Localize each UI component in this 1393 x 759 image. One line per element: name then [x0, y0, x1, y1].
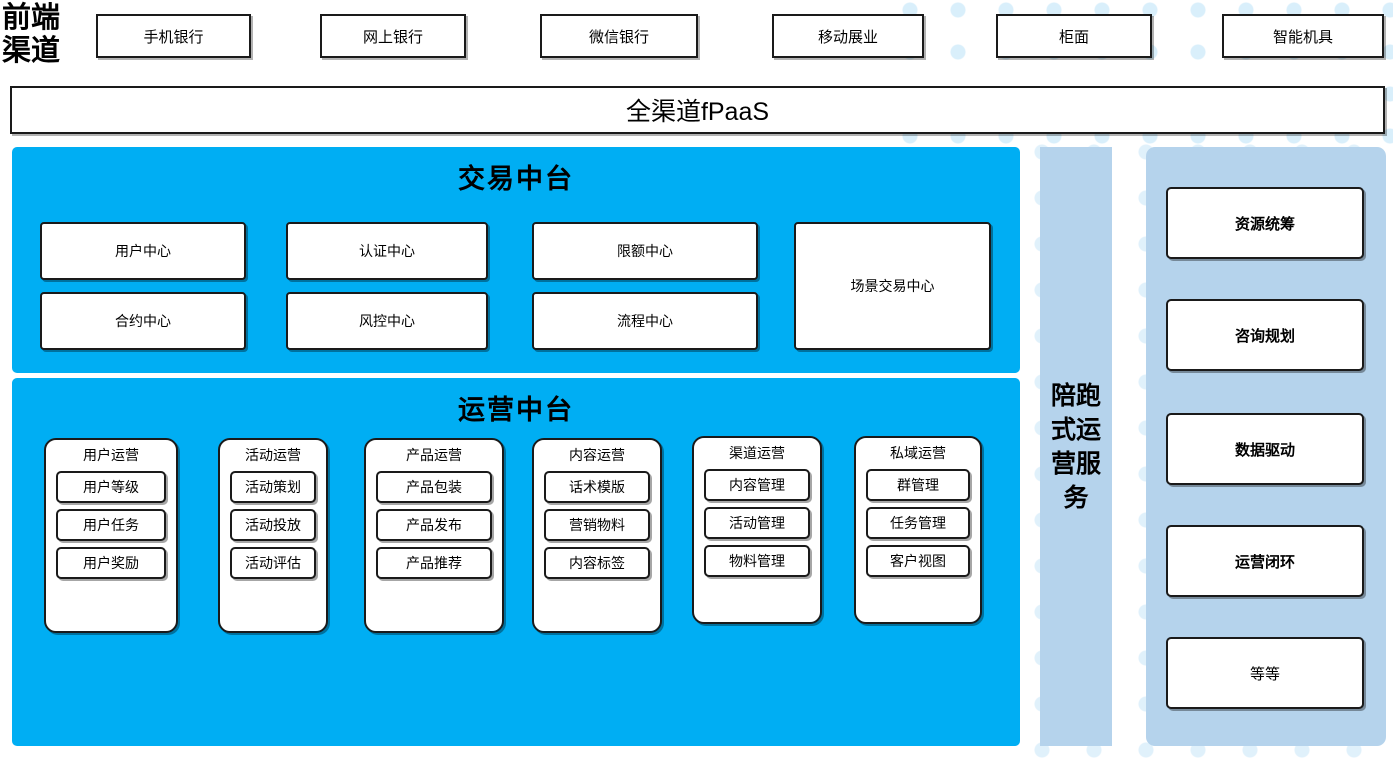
- channel-box-label: 网上银行: [362, 28, 423, 46]
- ops-chip-3-2[interactable]: 内容标签: [544, 547, 650, 579]
- sidebar-card-4[interactable]: 等等: [1166, 637, 1364, 709]
- ops-column-title: 产品运营: [406, 447, 462, 463]
- ops-column-4: 渠道运营内容管理活动管理物料管理: [692, 436, 822, 624]
- ops-column-title: 渠道运营: [729, 445, 785, 461]
- sidebar-card-1[interactable]: 咨询规划: [1166, 299, 1364, 371]
- accompany-service-column: 陪跑式运营服务: [1040, 147, 1112, 746]
- ops-chip-label: 物料管理: [729, 553, 785, 569]
- trade-card-label: 流程中心: [617, 313, 673, 329]
- ops-column-1: 活动运营活动策划活动投放活动评估: [218, 438, 328, 633]
- channel-box-2[interactable]: 微信银行: [540, 14, 698, 58]
- ops-chip-label: 内容管理: [729, 477, 785, 493]
- trade-platform-title: 交易中台: [458, 164, 574, 194]
- ops-chip-2-0[interactable]: 产品包装: [376, 471, 492, 503]
- sidebar-card-label: 咨询规划: [1234, 327, 1295, 345]
- sidebar-card-0[interactable]: 资源统筹: [1166, 187, 1364, 259]
- sidebar-card-label: 资源统筹: [1234, 215, 1295, 233]
- ops-column-title: 私域运营: [890, 445, 946, 461]
- omnichannel-fpaas-bar[interactable]: 全渠道fPaaS: [10, 86, 1385, 134]
- ops-column-2: 产品运营产品包装产品发布产品推荐: [364, 438, 504, 633]
- trade-card-label: 限额中心: [617, 243, 673, 259]
- front-channel-label-line2: 渠道: [2, 35, 61, 67]
- ops-chip-label: 产品推荐: [406, 555, 462, 571]
- channel-box-3[interactable]: 移动展业: [772, 14, 924, 58]
- ops-chip-5-1[interactable]: 任务管理: [866, 507, 970, 539]
- accompany-service-label: 陪跑式运营服务: [1050, 381, 1101, 512]
- ops-chip-label: 话术模版: [569, 479, 625, 495]
- ops-chip-label: 活动管理: [729, 515, 785, 531]
- channel-box-0[interactable]: 手机银行: [96, 14, 251, 58]
- ops-chip-label: 群管理: [897, 477, 939, 493]
- ops-chip-5-0[interactable]: 群管理: [866, 469, 970, 501]
- sidebar-card-label: 等等: [1249, 665, 1280, 683]
- trade-card-5[interactable]: 流程中心: [532, 292, 758, 350]
- trade-card-3[interactable]: 合约中心: [40, 292, 246, 350]
- ops-chip-label: 客户视图: [890, 553, 946, 569]
- sidebar-card-label: 数据驱动: [1234, 441, 1295, 459]
- sidebar-card-3[interactable]: 运营闭环: [1166, 525, 1364, 597]
- trade-card-label: 合约中心: [115, 313, 171, 329]
- ops-column-title: 用户运营: [83, 447, 139, 463]
- ops-chip-label: 活动策划: [245, 479, 301, 495]
- ops-chip-0-1[interactable]: 用户任务: [56, 509, 166, 541]
- channel-box-5[interactable]: 智能机具: [1222, 14, 1384, 58]
- ops-chip-label: 用户任务: [83, 517, 139, 533]
- trade-card-6[interactable]: 场景交易中心: [794, 222, 991, 350]
- ops-chip-5-2[interactable]: 客户视图: [866, 545, 970, 577]
- trade-card-label: 用户中心: [115, 243, 171, 259]
- trade-card-2[interactable]: 限额中心: [532, 222, 758, 280]
- ops-chip-2-2[interactable]: 产品推荐: [376, 547, 492, 579]
- channel-box-label: 手机银行: [143, 28, 204, 46]
- ops-chip-label: 活动评估: [245, 555, 301, 571]
- ops-chip-1-2[interactable]: 活动评估: [230, 547, 316, 579]
- trade-card-label: 认证中心: [359, 243, 415, 259]
- channel-box-4[interactable]: 柜面: [996, 14, 1152, 58]
- ops-chip-3-0[interactable]: 话术模版: [544, 471, 650, 503]
- channel-box-1[interactable]: 网上银行: [320, 14, 466, 58]
- front-channel-label-line1: 前端: [2, 2, 61, 34]
- trade-card-0[interactable]: 用户中心: [40, 222, 246, 280]
- ops-chip-2-1[interactable]: 产品发布: [376, 509, 492, 541]
- sidebar-card-label: 运营闭环: [1234, 553, 1295, 571]
- channel-box-label: 柜面: [1058, 28, 1089, 46]
- trade-card-1[interactable]: 认证中心: [286, 222, 488, 280]
- sidebar-card-2[interactable]: 数据驱动: [1166, 413, 1364, 485]
- trade-card-label: 场景交易中心: [850, 278, 935, 294]
- ops-column-title: 内容运营: [569, 447, 625, 463]
- channel-box-label: 智能机具: [1272, 28, 1333, 46]
- ops-chip-4-1[interactable]: 活动管理: [704, 507, 810, 539]
- ops-chip-0-0[interactable]: 用户等级: [56, 471, 166, 503]
- ops-chip-1-0[interactable]: 活动策划: [230, 471, 316, 503]
- ops-chip-0-2[interactable]: 用户奖励: [56, 547, 166, 579]
- ops-chip-4-0[interactable]: 内容管理: [704, 469, 810, 501]
- operations-middle-platform-panel: 运营中台: [12, 378, 1020, 746]
- ops-platform-title: 运营中台: [458, 395, 574, 425]
- ops-chip-label: 任务管理: [890, 515, 946, 531]
- ops-chip-label: 用户等级: [83, 479, 139, 495]
- ops-chip-label: 内容标签: [569, 555, 625, 571]
- ops-chip-label: 用户奖励: [83, 555, 139, 571]
- ops-chip-label: 产品发布: [406, 517, 462, 533]
- trade-card-label: 风控中心: [359, 313, 415, 329]
- ops-chip-label: 活动投放: [245, 517, 301, 533]
- ops-chip-3-1[interactable]: 营销物料: [544, 509, 650, 541]
- right-sidebar-panel: 资源统筹咨询规划数据驱动运营闭环等等: [1146, 147, 1386, 746]
- trade-card-4[interactable]: 风控中心: [286, 292, 488, 350]
- channel-box-label: 移动展业: [817, 28, 878, 46]
- ops-column-5: 私域运营群管理任务管理客户视图: [854, 436, 982, 624]
- ops-chip-label: 产品包装: [406, 479, 462, 495]
- fpaas-label: 全渠道fPaaS: [625, 98, 770, 126]
- ops-chip-1-1[interactable]: 活动投放: [230, 509, 316, 541]
- front-channel-label: 前端 渠道: [2, 2, 86, 68]
- ops-chip-4-2[interactable]: 物料管理: [704, 545, 810, 577]
- ops-column-0: 用户运营用户等级用户任务用户奖励: [44, 438, 178, 633]
- ops-column-title: 活动运营: [245, 447, 301, 463]
- ops-column-3: 内容运营话术模版营销物料内容标签: [532, 438, 662, 633]
- ops-chip-label: 营销物料: [569, 517, 625, 533]
- channel-box-label: 微信银行: [588, 28, 649, 46]
